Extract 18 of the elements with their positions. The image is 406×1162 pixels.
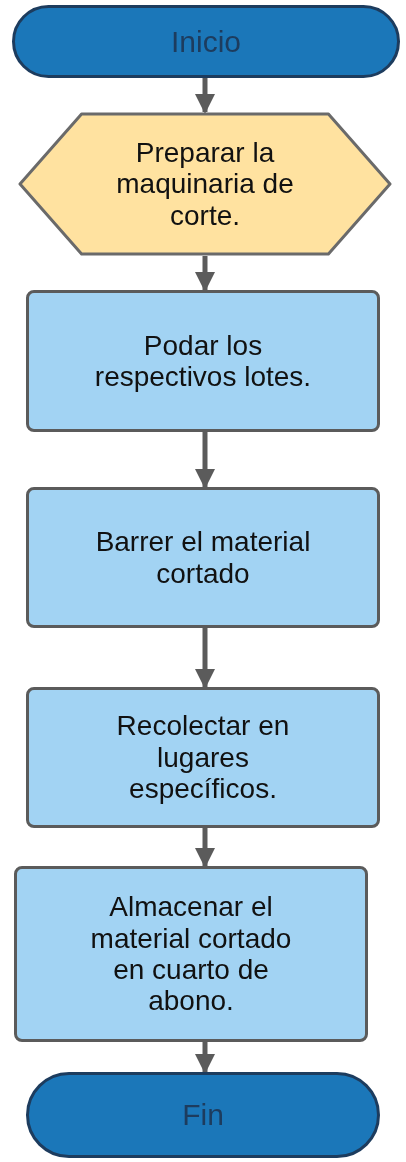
node-label: Fin	[182, 1098, 224, 1132]
node-label: Inicio	[170, 24, 241, 59]
node-label: Podar los respectivos lotes.	[93, 329, 313, 393]
node-label: Barrer el material cortado	[94, 526, 312, 589]
node-label: Preparar la maquinaria de corte.	[115, 136, 295, 232]
arrow	[195, 78, 215, 114]
arrow	[195, 628, 215, 689]
arrow	[195, 828, 215, 868]
arrow	[195, 1042, 215, 1074]
process-box	[26, 290, 380, 432]
process-box	[26, 687, 380, 828]
node-label: Recolectar en lugares específicos.	[115, 710, 291, 805]
process-box	[14, 866, 368, 1042]
arrow	[195, 256, 215, 292]
node-label: Almacenar el material cortado en cuarto de abono.	[89, 891, 293, 1017]
process-box	[26, 487, 380, 628]
preparation-hexagon	[18, 112, 392, 256]
arrow	[195, 432, 215, 489]
